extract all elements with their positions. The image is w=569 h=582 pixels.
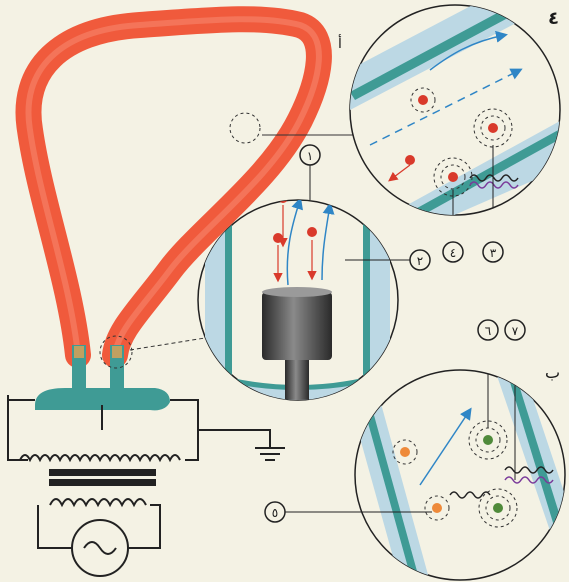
callout-3: ٣ [483, 242, 503, 262]
svg-text:٦: ٦ [485, 324, 491, 338]
transformer-circuit [8, 395, 285, 576]
svg-text:٣: ٣ [490, 246, 497, 260]
collision-detail-circle-top [330, 0, 569, 240]
svg-text:٤: ٤ [450, 246, 456, 260]
svg-text:٢: ٢ [417, 254, 423, 268]
callout-5: ٥ [265, 502, 285, 522]
callout-6: ٦ [478, 320, 498, 340]
callout-4: ٤ [443, 242, 463, 262]
svg-text:٧: ٧ [512, 324, 519, 338]
collision-detail-circle-bottom [355, 340, 569, 582]
electrode-base [35, 336, 170, 410]
panel-label-bottom-right: ب [545, 363, 560, 382]
callout-2: ٢ [410, 250, 430, 270]
callout-1: ١ [300, 145, 320, 165]
panel-label-tube: أ [338, 34, 342, 52]
svg-text:٥: ٥ [272, 506, 278, 520]
callout-7: ٧ [505, 320, 525, 340]
panel-label-top-right: ٤ [548, 8, 559, 29]
svg-text:١: ١ [307, 149, 313, 163]
